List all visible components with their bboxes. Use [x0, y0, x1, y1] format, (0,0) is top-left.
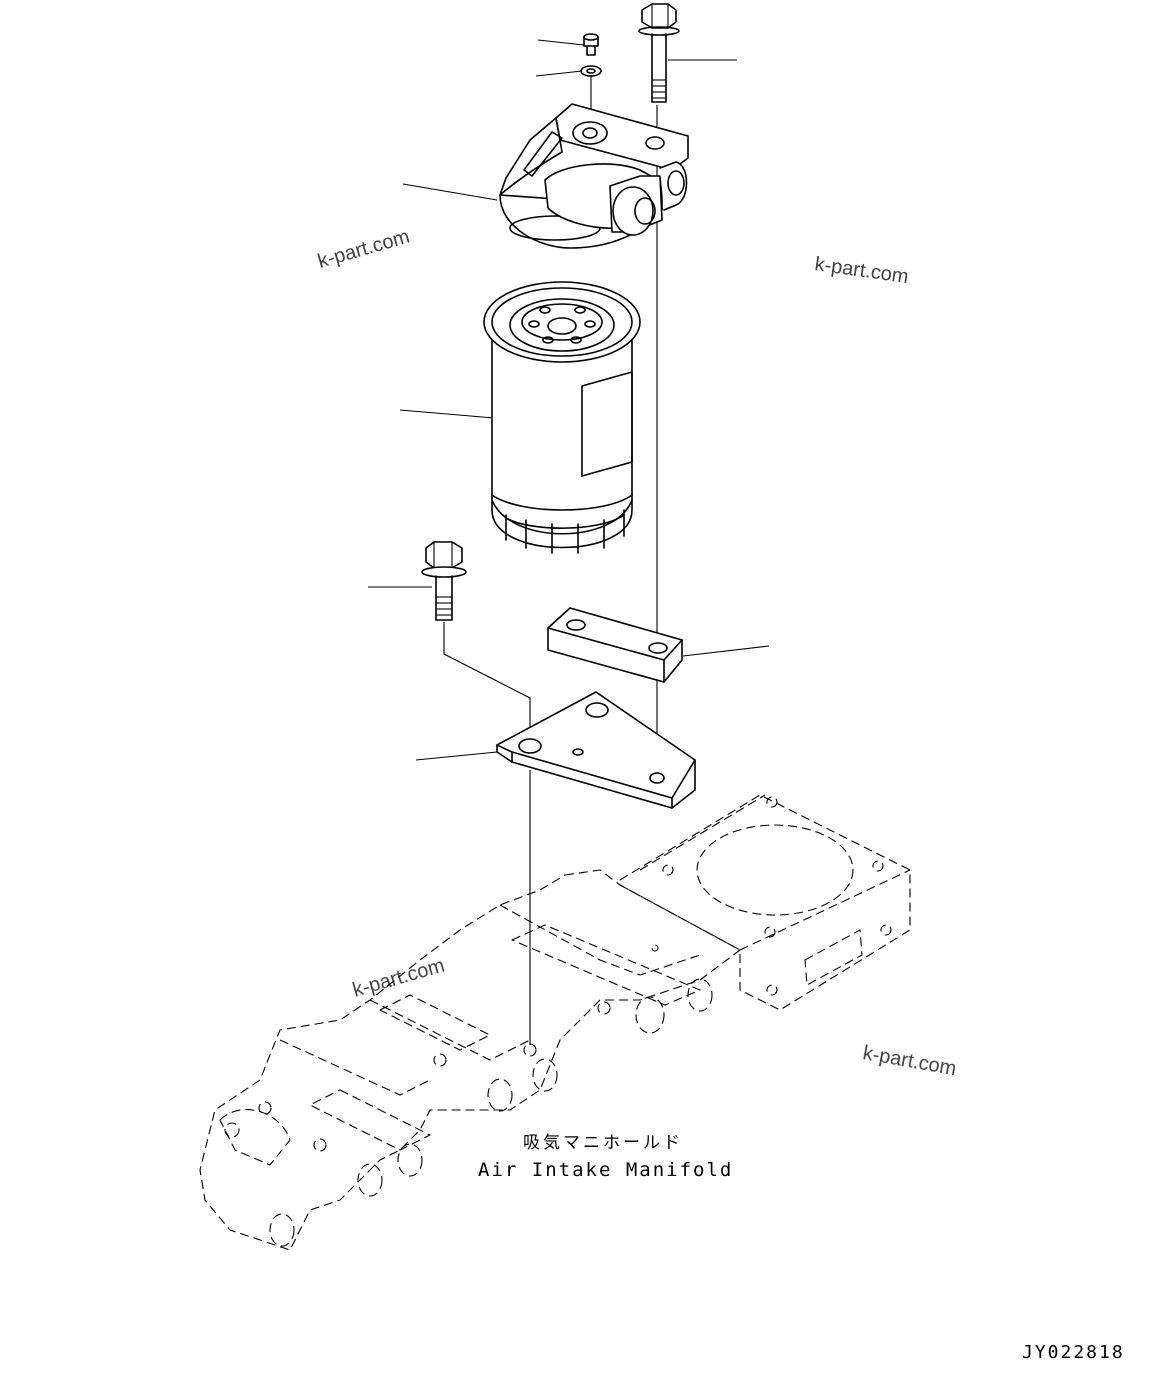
leader-lines: [368, 39, 770, 761]
lower-bolt: [421, 541, 467, 621]
watermark: k-part.com: [350, 955, 447, 1002]
watermark: k-part.com: [315, 226, 412, 273]
bracket-plate: [496, 691, 696, 809]
leader-washer: [535, 70, 583, 77]
long-bolt: [638, 3, 680, 103]
leader-spacer: [682, 645, 770, 657]
watermark: k-part.com: [861, 1042, 958, 1080]
watermark: k-part.com: [813, 253, 910, 288]
small-bolt: [583, 33, 599, 56]
caption-english: Air Intake Manifold: [478, 1159, 733, 1181]
leader-filter-head: [402, 183, 498, 201]
leader-small-bolt: [537, 39, 585, 46]
filter-cartridge: [483, 281, 641, 554]
intake-manifold: [199, 794, 911, 1251]
filter-head: [499, 103, 689, 249]
caption-japanese: 吸気マニホールド: [523, 1133, 683, 1153]
leader-bracket: [415, 751, 498, 761]
spacer-block: [547, 607, 683, 683]
drawing-code: JY022818: [1022, 1342, 1125, 1363]
washer: [580, 65, 602, 77]
leader-filter-cartridge: [399, 409, 495, 419]
